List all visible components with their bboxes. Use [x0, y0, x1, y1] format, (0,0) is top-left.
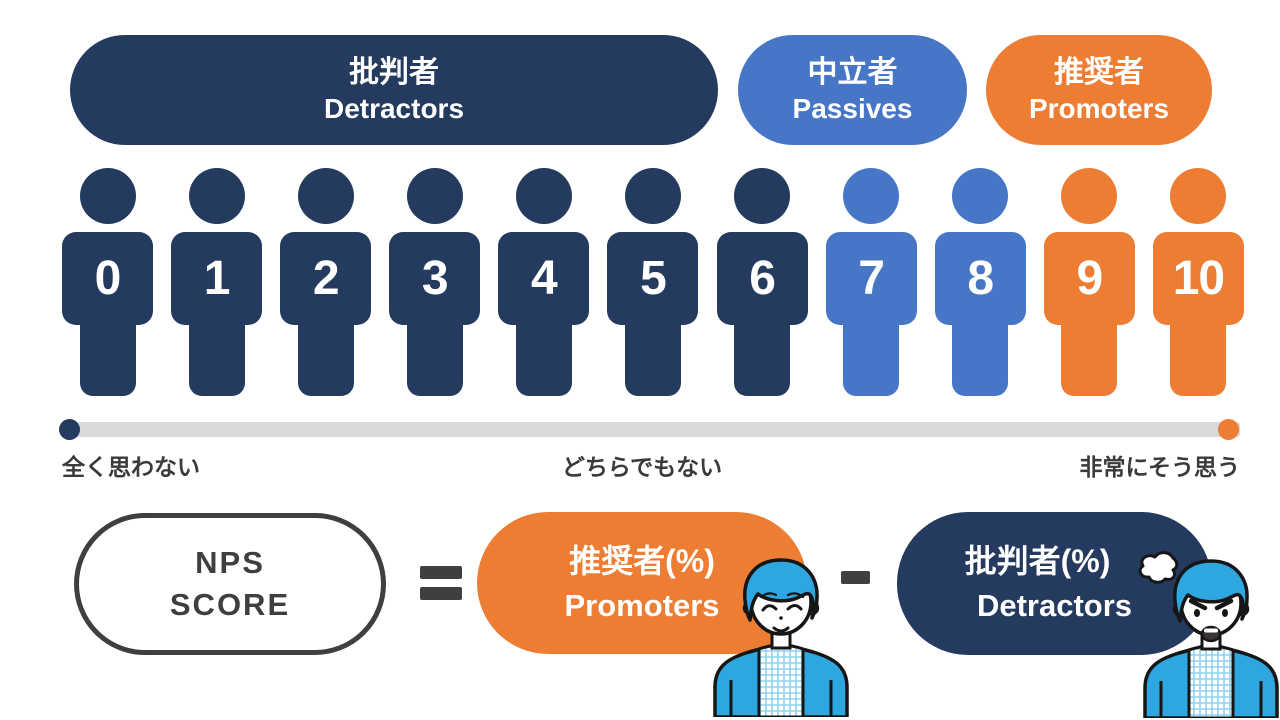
person-legs — [843, 324, 900, 396]
person-legs — [952, 324, 1009, 396]
nps-score-line2: SCORE — [169, 587, 291, 622]
legend-promoters-jp: 推奨者 — [1054, 55, 1144, 89]
legend-passives-en: Passives — [792, 93, 913, 125]
person-legs — [1061, 324, 1118, 396]
score-number: 4 — [498, 232, 590, 325]
person-legs — [406, 324, 463, 396]
score-figures-row: 0 1 2 3 4 5 6 7 8 9 — [62, 168, 1244, 397]
minus-sign — [841, 571, 870, 584]
person-legs — [188, 324, 245, 396]
score-number: 1 — [171, 232, 263, 325]
person-head — [406, 168, 463, 224]
equals-sign — [420, 566, 462, 579]
detractors-pct-jp: 批判者(%) — [964, 543, 1111, 580]
happy-person-illustration — [713, 558, 849, 717]
detractors-pct-en: Detractors — [976, 588, 1133, 624]
person-legs — [515, 324, 572, 396]
person-head — [624, 168, 681, 224]
legend-pill-detractors: 批判者 Detractors — [70, 35, 718, 145]
person-legs — [734, 324, 791, 396]
person-icon-4: 4 — [498, 168, 590, 397]
person-legs — [1170, 324, 1227, 396]
person-legs — [79, 324, 136, 396]
anger-puff-icon — [1138, 551, 1179, 584]
person-icon-7: 7 — [825, 168, 917, 397]
person-head — [952, 168, 1009, 224]
person-icon-9: 9 — [1043, 168, 1135, 397]
legend-detractors-en: Detractors — [323, 93, 465, 125]
person-icon-8: 8 — [934, 168, 1026, 397]
promoters-pct-jp: 推奨者(%) — [569, 542, 715, 579]
person-icon-3: 3 — [389, 168, 481, 397]
score-number: 7 — [825, 232, 917, 325]
promoters-pct-en: Promoters — [564, 587, 720, 623]
person-head — [297, 168, 354, 224]
scale-track — [62, 422, 1240, 437]
score-number: 3 — [389, 232, 481, 325]
person-head — [188, 168, 245, 224]
equals-sign — [420, 587, 462, 600]
score-number: 10 — [1152, 232, 1244, 325]
score-number: 8 — [934, 232, 1026, 325]
scale-label-left: 全く思わない — [62, 454, 200, 480]
legend-passives-jp: 中立者 — [807, 55, 898, 89]
person-head — [515, 168, 572, 224]
scale-label-middle: どちらでもない — [561, 454, 723, 480]
angry-person-illustration — [1138, 551, 1279, 718]
person-head — [843, 168, 900, 224]
scale-end-dot — [1218, 419, 1239, 440]
nps-score-pill: NPS SCORE — [74, 513, 386, 655]
legend-promoters-en: Promoters — [1028, 93, 1170, 125]
person-head — [1061, 168, 1118, 224]
person-icon-0: 0 — [62, 168, 153, 397]
person-icon-6: 6 — [716, 168, 808, 397]
score-number: 9 — [1043, 232, 1135, 325]
person-icon-1: 1 — [171, 168, 263, 397]
person-icon-10: 10 — [1152, 168, 1244, 397]
person-legs — [297, 324, 354, 396]
legend-pill-passives: 中立者 Passives — [738, 35, 967, 145]
score-number: 6 — [716, 232, 808, 325]
person-head — [734, 168, 791, 224]
score-number: 0 — [62, 232, 153, 325]
score-number: 2 — [280, 232, 372, 325]
legend-detractors-jp: 批判者 — [349, 55, 439, 89]
person-head — [79, 168, 136, 224]
legend-pill-promoters: 推奨者 Promoters — [986, 35, 1212, 145]
person-icon-2: 2 — [280, 168, 372, 397]
person-head — [1170, 168, 1227, 224]
scale-label-right: 非常にそう思う — [1079, 454, 1240, 480]
nps-score-line1: NPS — [195, 545, 265, 581]
score-number: 5 — [607, 232, 699, 325]
person-legs — [624, 324, 681, 396]
person-icon-5: 5 — [607, 168, 699, 397]
scale-start-dot — [59, 419, 80, 440]
